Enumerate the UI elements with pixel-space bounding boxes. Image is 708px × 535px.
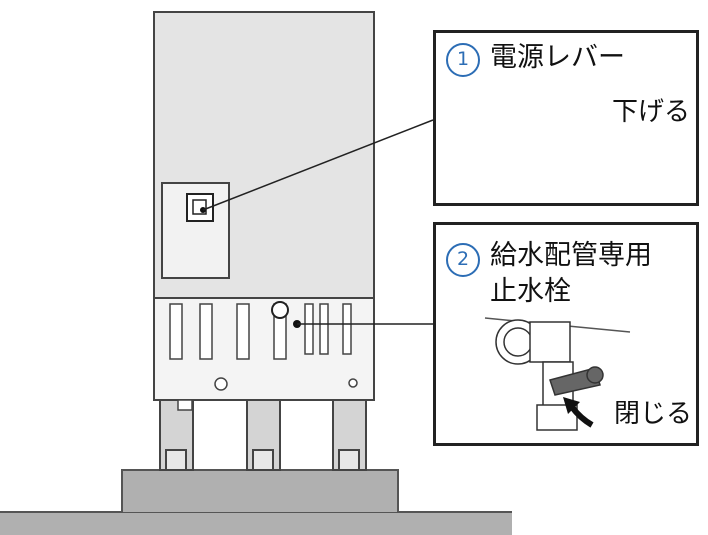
callout-title-line1: 給水配管専用	[490, 240, 652, 271]
action-label: 下げる	[612, 97, 691, 127]
callout-power-lever: 1 電源レバー 下げる	[433, 30, 699, 206]
stop-valve-illustration	[484, 317, 631, 431]
step-number-badge: 1	[446, 43, 480, 77]
action-label: 閉じる	[614, 399, 693, 429]
foundation	[0, 469, 512, 535]
callout-stop-valve: 2 給水配管専用 止水栓 閉じる	[433, 222, 699, 446]
water-heater-unit	[153, 11, 375, 411]
callout-title-line2: 止水栓	[490, 276, 571, 307]
curved-arrow-icon	[563, 397, 594, 428]
leader-lines	[202, 119, 434, 325]
callout-title: 電源レバー	[490, 42, 625, 73]
step-number-badge: 2	[446, 243, 480, 277]
